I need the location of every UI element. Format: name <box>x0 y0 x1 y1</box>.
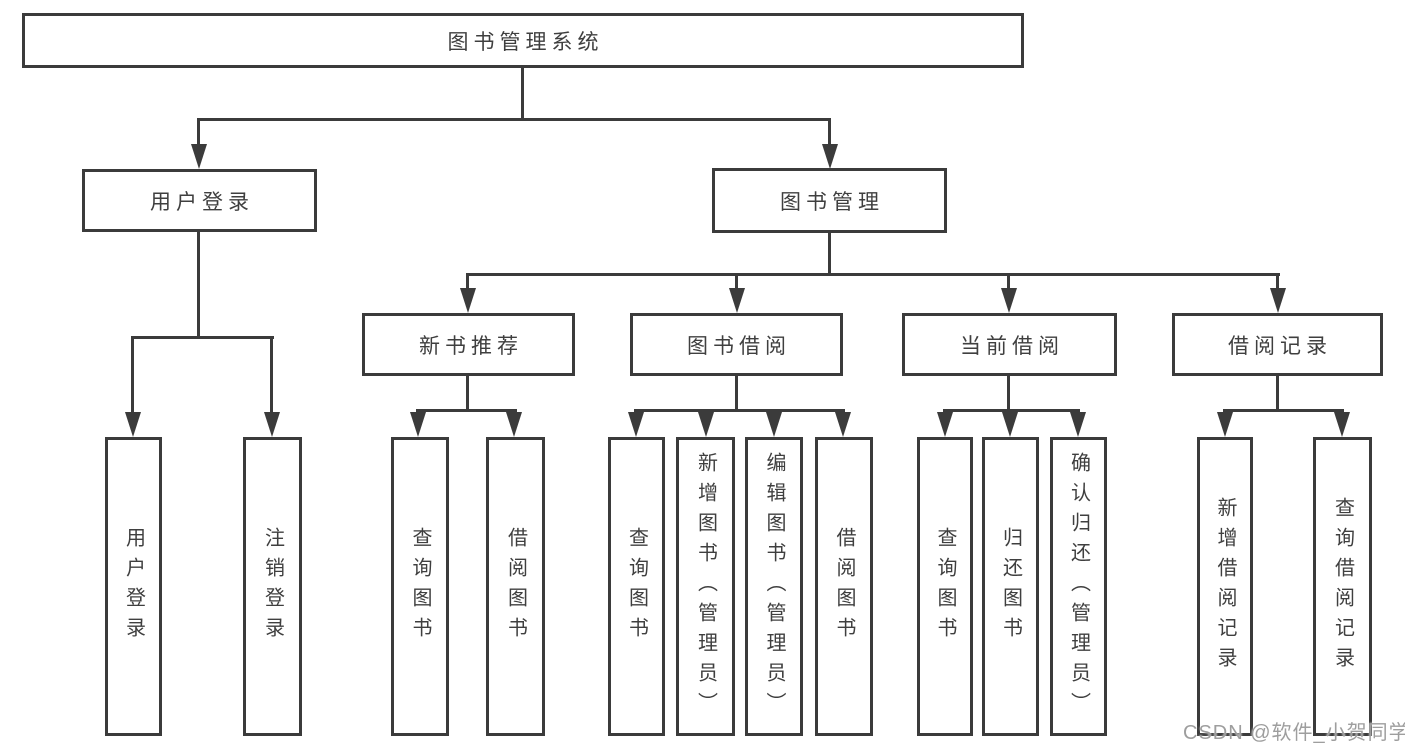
leaf-query-books-borrowing: 查询图书 <box>608 437 665 736</box>
leaf-query-books-recommend: 查询图书 <box>391 437 449 736</box>
connector-line <box>634 409 845 412</box>
leaf-borrow-books: 借阅图书 <box>815 437 873 736</box>
connector-line <box>1007 276 1010 288</box>
arrow-down-icon <box>1070 412 1086 437</box>
connector-line <box>197 232 200 336</box>
node-user-login: 用户登录 <box>82 169 317 232</box>
leaf-user-login: 用户登录 <box>105 437 162 736</box>
connector-line <box>1007 376 1010 409</box>
connector-line <box>197 118 831 121</box>
connector-line <box>735 376 738 409</box>
connector-line <box>466 376 469 409</box>
arrow-down-icon <box>628 412 644 437</box>
arrow-down-icon <box>264 412 280 437</box>
watermark: CSDN @软件_小贺同学 <box>1183 722 1405 744</box>
arrow-down-icon <box>506 412 522 437</box>
leaf-query-borrow-record: 查询借阅记录 <box>1313 437 1372 736</box>
node-book-borrowing: 图书借阅 <box>630 313 843 376</box>
node-library-management-system: 图书管理系统 <box>22 13 1024 68</box>
connector-line <box>943 409 1080 412</box>
connector-line <box>828 233 831 273</box>
connector-line <box>197 121 200 145</box>
connector-line <box>1276 376 1279 409</box>
arrow-down-icon <box>1334 412 1350 437</box>
arrow-down-icon <box>937 412 953 437</box>
arrow-down-icon <box>460 288 476 313</box>
arrow-down-icon <box>729 288 745 313</box>
leaf-add-books-admin: 新增图书（管理员） <box>676 437 735 736</box>
leaf-query-books-current: 查询图书 <box>917 437 973 736</box>
arrow-down-icon <box>191 144 207 169</box>
arrow-down-icon <box>1001 288 1017 313</box>
leaf-logout: 注销登录 <box>243 437 302 736</box>
leaf-borrow-books-recommend: 借阅图书 <box>486 437 545 736</box>
leaf-edit-books-admin: 编辑图书（管理员） <box>745 437 803 736</box>
node-new-book-recommendation: 新书推荐 <box>362 313 575 376</box>
arrow-down-icon <box>698 412 714 437</box>
arrow-down-icon <box>1217 412 1233 437</box>
arrow-down-icon <box>125 412 141 437</box>
leaf-return-books: 归还图书 <box>982 437 1039 736</box>
node-book-management: 图书管理 <box>712 168 947 233</box>
connector-line <box>521 68 524 121</box>
connector-line <box>466 276 469 288</box>
node-borrowing-records: 借阅记录 <box>1172 313 1383 376</box>
arrow-down-icon <box>410 412 426 437</box>
arrow-down-icon <box>1270 288 1286 313</box>
connector-line <box>1223 409 1344 412</box>
connector-line <box>735 276 738 288</box>
connector-line <box>466 273 1280 276</box>
arrow-down-icon <box>766 412 782 437</box>
arrow-down-icon <box>1002 412 1018 437</box>
connector-line <box>828 121 831 145</box>
connector-line <box>131 336 274 339</box>
connector-line <box>1276 276 1279 288</box>
leaf-confirm-return-admin: 确认归还（管理员） <box>1050 437 1107 736</box>
connector-line <box>416 409 517 412</box>
arrow-down-icon <box>822 144 838 169</box>
arrow-down-icon <box>835 412 851 437</box>
connector-line <box>131 339 134 413</box>
leaf-add-borrow-record: 新增借阅记录 <box>1197 437 1253 736</box>
node-current-borrowing: 当前借阅 <box>902 313 1117 376</box>
connector-line <box>270 339 273 413</box>
